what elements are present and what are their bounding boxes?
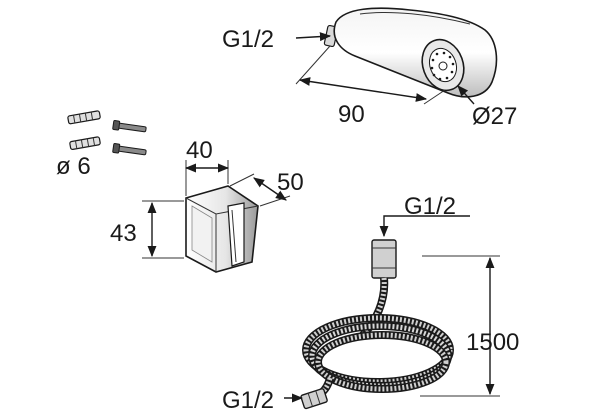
thread-pointer-handshower	[295, 32, 332, 42]
hose-bottom-thread-label: G1/2	[222, 387, 274, 414]
handshower-diameter-label: Ø27	[472, 103, 517, 130]
thread-label-handshower: G1/2	[222, 26, 274, 53]
holder-height-label: 43	[110, 220, 137, 247]
handshower-length-dimension	[295, 45, 446, 105]
holder-width-label: 40	[186, 137, 213, 164]
holder-width-dimension	[184, 160, 230, 196]
wall-plug-icon	[67, 110, 101, 151]
hose-length-dimension	[420, 255, 500, 397]
holder-depth-dimension	[229, 173, 291, 207]
holder-height-dimension	[142, 200, 184, 259]
screw-diameter-label: ø 6	[56, 153, 91, 180]
holder-depth-label: 50	[277, 169, 304, 196]
handshower-icon	[323, 7, 498, 98]
hose-top-thread-pointer	[379, 215, 470, 238]
handshower-length-label: 90	[338, 101, 365, 128]
hose-length-label: 1500	[466, 329, 519, 356]
shower-hose-icon	[300, 239, 454, 410]
screw-icon	[112, 120, 147, 156]
wall-holder-icon	[185, 185, 259, 273]
diameter-pointer	[457, 85, 475, 105]
